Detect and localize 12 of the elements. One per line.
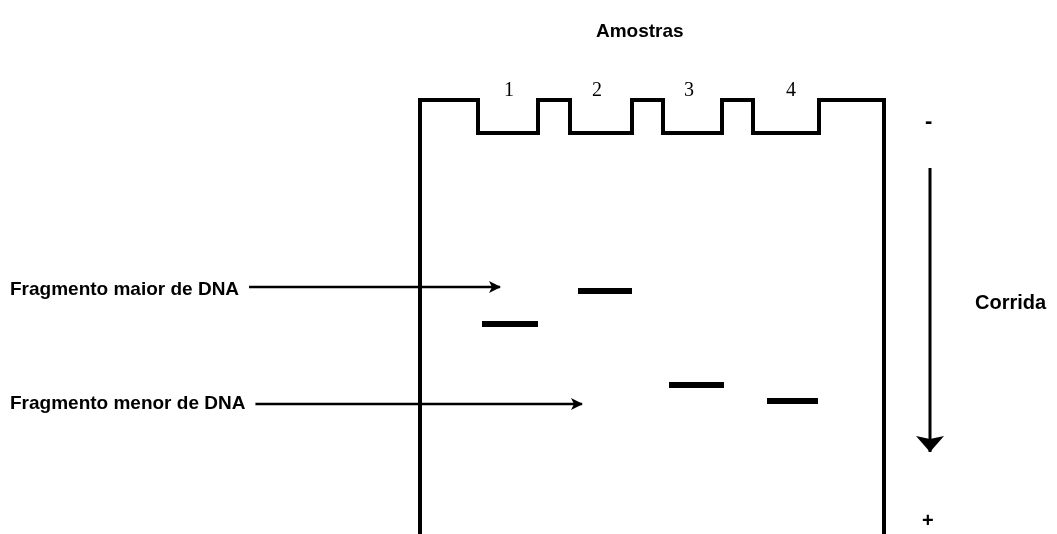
lane-number: 4 [786,77,796,102]
axis-title: Amostras [596,19,684,43]
text-label: Fragmento menor de DNA [10,389,246,418]
polarity-sign: + [922,508,934,533]
lane-number: 2 [592,77,602,102]
text-label: Fragmento maior de DNA [10,275,240,304]
lane-number: 1 [504,77,514,102]
lane-number: 3 [684,77,694,102]
arrow [249,281,501,293]
arrow [255,398,583,410]
polarity-sign: - [925,107,933,135]
direction-label: Corrida [975,290,1047,315]
